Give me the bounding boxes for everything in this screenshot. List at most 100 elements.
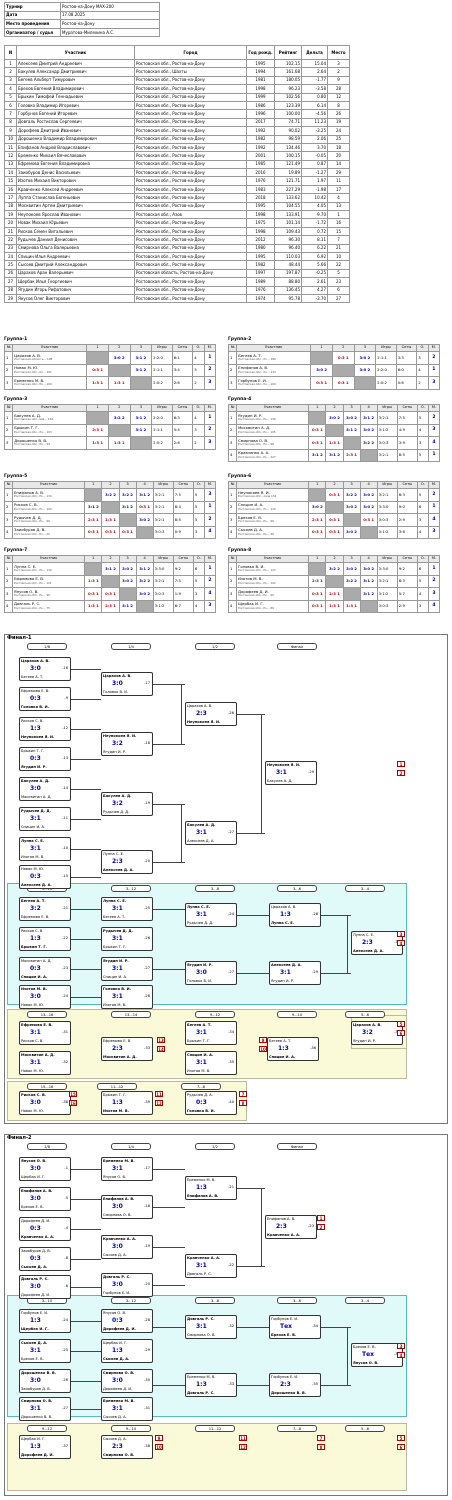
group-score: 3:1 2 (129, 411, 153, 425)
group-num: 3 (227, 587, 238, 601)
roster-cell: Ростовская обл., Ростов-на-Дону (134, 226, 247, 237)
roster-cell: Ростовская обл., Ростов-на-Дону (134, 293, 247, 304)
group-score: 3:1 2 (359, 574, 378, 588)
roster-cell: Ростовская обл., Ростов-на-Дону (134, 109, 247, 119)
roster-cell: 8 (4, 117, 17, 128)
match-score: 0:3 (30, 1225, 41, 1232)
player-city: Ростовская обл., Ро... 105 (238, 429, 276, 434)
group-diag-cell (310, 351, 333, 365)
match-number: -29 (144, 1348, 150, 1352)
match-score: 0:3 (30, 695, 41, 702)
match-player: Москвитин А. Д. (103, 1055, 137, 1059)
group-player: Кравченко А. А.Ростовская обл., Ро... 22… (236, 448, 310, 462)
match-player: Смирнова О. В. (187, 1333, 216, 1337)
match-number: -27 (228, 830, 234, 834)
roster-cell: 11 (4, 142, 17, 153)
group-diag-cell (129, 376, 153, 390)
roster-cell: Ростовская обл., Ростов-на-Дону (134, 201, 247, 212)
group-num: 2 (3, 574, 14, 588)
roster-cell: 110.03 (274, 251, 302, 262)
score-value: 3:0 2 (346, 504, 357, 510)
bracket-line (347, 915, 348, 973)
final1-title: Финал-1 (7, 635, 32, 641)
roster-cell: 2012 (246, 235, 275, 245)
roster-cell: 10 (4, 134, 17, 144)
group-header-cell: М. (427, 555, 441, 563)
bracket-line (237, 915, 269, 916)
roster-cell: Ростовская область, Ростов-на-Дону (134, 268, 247, 279)
group-sets: 1:9 (172, 587, 194, 601)
group-num: 1 (227, 488, 238, 502)
player-city: Ростовская обл., Азов 134 (238, 494, 277, 499)
bracket-line (181, 804, 182, 862)
match-player: Дорофеев Д. И. (21, 1453, 54, 1457)
group-num: 1 (3, 562, 14, 576)
group-player: Спицин И. А.Ростовская обл., Ро... 110 (236, 500, 310, 514)
match-number: -4 (64, 1226, 68, 1230)
group-score: 0:3 1 (308, 436, 327, 450)
score-value: 0:3 1 (105, 529, 116, 535)
group-score: 0:3 1 (310, 376, 333, 390)
match-player: Брехов Е. В. (21, 1357, 44, 1361)
match-player: Царахов А. В. (103, 674, 132, 678)
group-sets: 8:3 (396, 574, 418, 588)
match-score: 3:0 (112, 1243, 123, 1250)
roster-cell: 1 (4, 58, 17, 69)
match-player: Щербак И. Г. (103, 1341, 128, 1345)
group-points: 5 (416, 448, 429, 462)
match-score: 3:0 (112, 1281, 123, 1288)
roster-cell: 1998 (246, 84, 275, 94)
bracket-line (237, 973, 269, 974)
roster-cell: Смирнова Ольга Валерьевна (16, 243, 135, 254)
match-score: 3:0 (30, 785, 41, 792)
group-score: 1:3 1 (86, 436, 109, 450)
group-header-cell: 2 (107, 404, 131, 412)
group-games: 2:0:2 (151, 436, 173, 450)
group-place: 4 (203, 587, 217, 601)
group-header-cell: Участник (236, 404, 310, 412)
roster-cell: Ростовская обл., Ростов-на-Дону (134, 92, 247, 102)
score-value: 3:0 2 (316, 367, 327, 373)
match-score: 3:1 (112, 1165, 123, 1172)
match-player: Довгаль Р. С. (103, 1275, 131, 1279)
match-player: Алексеев Д. А. (271, 963, 302, 967)
bracket-line (71, 1321, 101, 1322)
place-badge: 16 (69, 1100, 77, 1106)
group-games: 3:2:1 (152, 513, 174, 527)
roster-cell: 74.71 (274, 117, 302, 128)
group-sets: 3:3 (395, 351, 418, 365)
round-label: 3...6 (277, 1297, 317, 1304)
roster-cell: 17 (4, 193, 17, 203)
player-city: Ростовская обл., Ро... 90 (238, 593, 274, 598)
roster-cell: Москвитин Артем Дмитриевич (16, 201, 135, 212)
match-player: Ягудин И. Р. (271, 979, 295, 983)
match-score: 3:0 (30, 1165, 41, 1172)
group-place: 2 (203, 574, 217, 588)
group-place: 1 (203, 411, 217, 425)
group-points: 6 (416, 500, 429, 514)
match-player: Луппа С. Е. (21, 839, 45, 843)
roster-cell: 17 (327, 184, 350, 195)
group-games: 3:0:3 (376, 513, 398, 527)
place-badge: 6 (397, 1444, 405, 1450)
group-score: 3:0 2 (135, 513, 154, 527)
group-title: Группа-2 (228, 337, 252, 342)
round-label: 3...12 (111, 885, 151, 892)
